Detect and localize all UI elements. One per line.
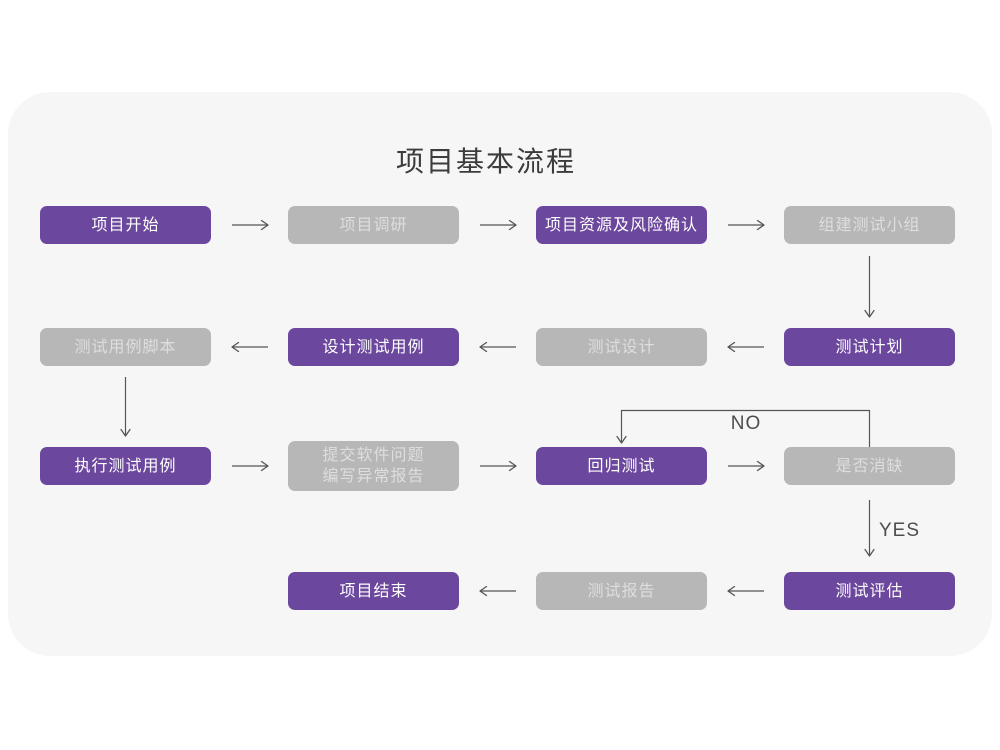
flow-node-test-design: 测试设计 — [536, 328, 707, 366]
flow-node-submit-issue-report: 提交软件问题 编写异常报告 — [288, 441, 459, 491]
flow-node-design-test-cases: 设计测试用例 — [288, 328, 459, 366]
flow-node-build-test-team: 组建测试小组 — [784, 206, 955, 244]
flowchart-card — [8, 92, 992, 656]
flow-node-execute-test-cases: 执行测试用例 — [40, 447, 211, 485]
flow-node-project-start: 项目开始 — [40, 206, 211, 244]
flow-node-resource-risk-confirm: 项目资源及风险确认 — [536, 206, 707, 244]
flow-node-project-end: 项目结束 — [288, 572, 459, 610]
flow-node-test-plan: 测试计划 — [784, 328, 955, 366]
flow-node-project-research: 项目调研 — [288, 206, 459, 244]
flow-node-test-evaluation: 测试评估 — [784, 572, 955, 610]
edge-label-yes: YES — [879, 520, 921, 541]
flow-node-defect-cleared: 是否消缺 — [784, 447, 955, 485]
flow-node-test-report: 测试报告 — [536, 572, 707, 610]
edge-label-no: NO — [730, 413, 762, 434]
flow-node-test-case-script: 测试用例脚本 — [40, 328, 211, 366]
page-title: 项目基本流程 — [395, 146, 576, 177]
flow-node-regression-test: 回归测试 — [536, 447, 707, 485]
